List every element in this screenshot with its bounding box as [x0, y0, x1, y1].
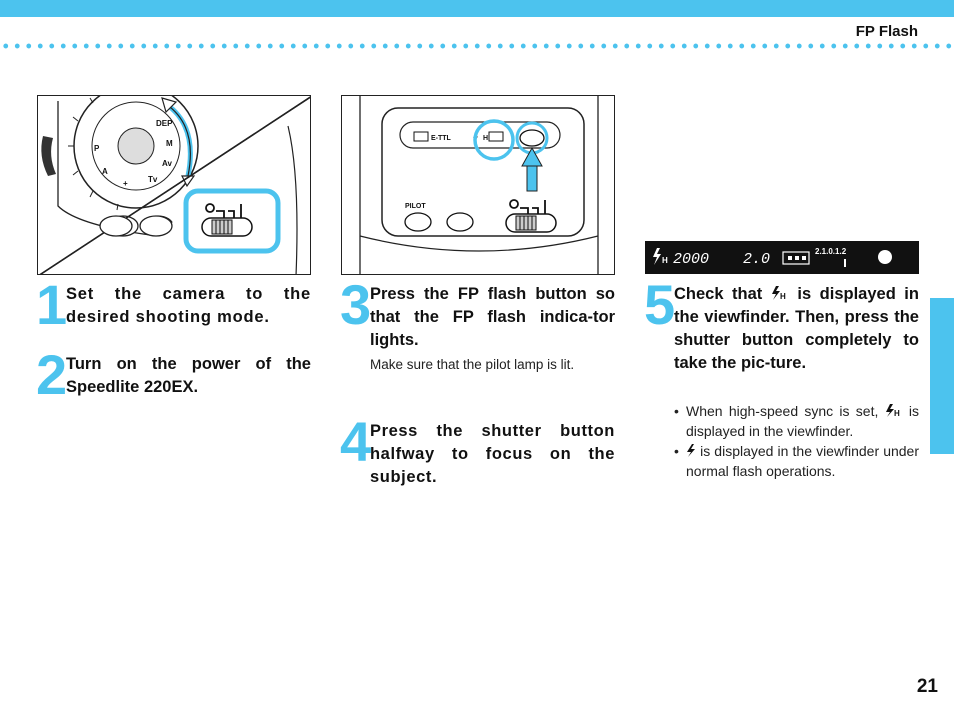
step-1: 1 Set the camera to the desired shooting… — [36, 277, 311, 333]
pilot-label: PILOT — [405, 203, 426, 210]
bullet-mark: • — [674, 403, 679, 419]
step-3: 3 Press the FP flash button so that the … — [340, 277, 615, 393]
viewfinder-shutter-speed: 2000 — [673, 251, 709, 268]
step-1-text: Set the camera to the desired shooting m… — [66, 285, 311, 326]
step-4: 4 Press the shutter button halfway to fo… — [340, 414, 615, 490]
step-1-number: 1 — [36, 273, 67, 336]
viewfinder-display: H 2000 2.0 2.1.0.1.2 — [645, 241, 919, 274]
step-3-note: Make sure that the pilot lamp is lit. — [370, 357, 575, 372]
figure-mode-dial-and-power-switch: P A + Tv Av M DEP — [37, 95, 311, 275]
section-title: FP Flash — [855, 23, 918, 40]
figure-fp-flash-button: E-TTL H PILOT — [341, 95, 615, 275]
svg-text:A: A — [102, 167, 108, 176]
high-speed-sync-icon: H — [653, 248, 668, 265]
step-5-number: 5 — [644, 273, 675, 336]
high-speed-sync-icon: H — [771, 286, 786, 301]
svg-text:Av: Av — [162, 159, 172, 168]
step-2-number: 2 — [36, 343, 67, 406]
ettl-label: E-TTL — [431, 135, 452, 142]
fp-label: H — [483, 135, 488, 142]
step-5-text: Check that H is displayed in the viewfin… — [674, 283, 919, 375]
step-3-text: Press the FP flash button so that the FP… — [370, 285, 615, 349]
step-3-number: 3 — [340, 273, 371, 336]
side-tab-marker — [930, 298, 954, 454]
step-5: 5 Check that H is displayed in the viewf… — [644, 277, 919, 483]
svg-text:H: H — [780, 292, 786, 301]
svg-text:DEP: DEP — [156, 119, 173, 128]
svg-text:+: + — [123, 179, 128, 188]
high-speed-sync-icon: H — [885, 404, 900, 418]
svg-text:P: P — [94, 144, 100, 153]
list-item: • is displayed in the viewfinder under n… — [674, 441, 919, 481]
svg-text:Tv: Tv — [148, 175, 158, 184]
bullet-mark: • — [674, 443, 679, 459]
dotted-divider — [0, 42, 954, 50]
top-color-bar — [0, 0, 954, 17]
page-number: 21 — [916, 676, 938, 697]
step-4-text: Press the shutter button halfway to focu… — [370, 422, 615, 486]
bullet-1-after: is displayed in the viewfinder. — [686, 403, 920, 439]
step-5-notes: • When high-speed sync is set, H is disp… — [674, 401, 919, 481]
step-5-text-after: is displayed in the viewfinder. Then, pr… — [674, 285, 919, 372]
svg-text:H: H — [894, 409, 900, 418]
bullet-2-after: is displayed in the viewfinder under nor… — [686, 443, 919, 479]
step-4-number: 4 — [340, 410, 371, 473]
step-5-text-before: Check that — [674, 285, 763, 303]
viewfinder-aperture: 2.0 — [743, 251, 770, 268]
viewfinder-exposure-scale: 2.1.0.1.2 — [815, 247, 847, 256]
step-2: 2 Turn on the power of the Speedlite 220… — [36, 347, 311, 403]
svg-text:M: M — [166, 139, 173, 148]
flash-icon — [687, 444, 695, 457]
svg-text:H: H — [662, 256, 668, 265]
list-item: • When high-speed sync is set, H is disp… — [674, 401, 919, 441]
bullet-1-before: When high-speed sync is set, — [686, 403, 879, 419]
step-2-text: Turn on the power of the Speedlite 220EX… — [66, 355, 311, 396]
